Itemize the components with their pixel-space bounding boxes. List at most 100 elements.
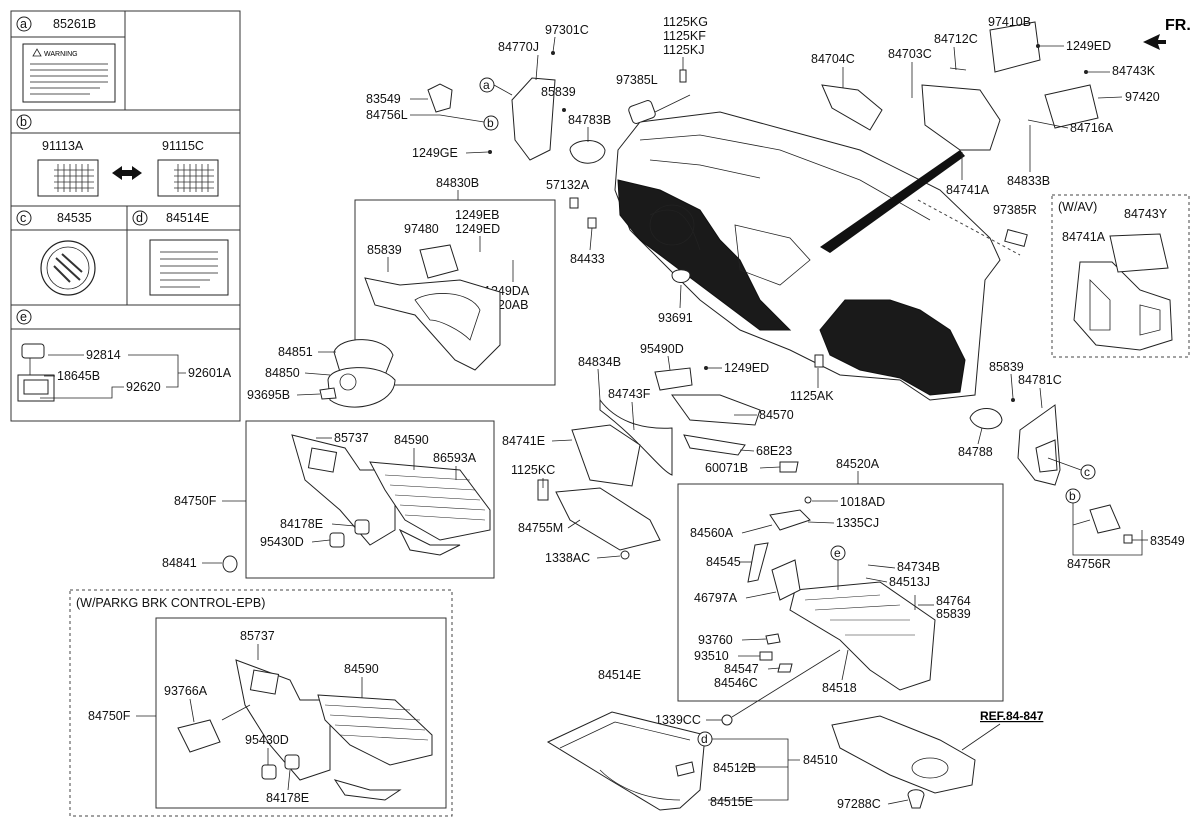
part-label: 84764: [936, 594, 971, 608]
part-label: 84734B: [897, 560, 940, 574]
legend-b-circle: [16, 114, 32, 130]
front-direction-label: FR.: [1165, 17, 1191, 34]
legend-a-letter: a: [20, 17, 27, 31]
legend-e-part-3: 92620: [126, 380, 161, 394]
part-label: 1249GE: [412, 146, 458, 160]
part-label: 85737: [334, 431, 369, 445]
part-label: 1249EB: [455, 208, 499, 222]
part-label: 84834B: [578, 355, 621, 369]
glove-box-door-icon: [546, 711, 706, 811]
legend-panel: a 85261B WARNING b 91113A 91115C: [10, 10, 241, 422]
av-fascia-icon: [1073, 233, 1173, 351]
part-label: 84781C: [1018, 373, 1062, 387]
part-label: 84514E: [598, 668, 641, 682]
lower-console-icon: [831, 715, 976, 809]
part-label: 93766A: [164, 684, 208, 698]
part-label: 84178E: [280, 517, 323, 531]
right-side-trim: [969, 398, 1133, 544]
latch-assembly-icon: [17, 343, 55, 402]
part-label: 93760: [698, 633, 733, 647]
legend-c-letter: c: [20, 211, 26, 225]
part-label: 85839: [989, 360, 1024, 374]
part-label: 84512B: [713, 761, 756, 775]
part-label: 95430D: [260, 535, 304, 549]
part-label: 84545: [706, 555, 741, 569]
epb-lower-pad-box: [155, 617, 447, 809]
part-label: 84513J: [889, 575, 930, 589]
part-label: 95490D: [640, 342, 684, 356]
part-label: 84743Y: [1124, 207, 1168, 221]
side-vent-left-icon: [628, 100, 656, 124]
callout-letter: d: [701, 732, 708, 746]
part-label: 84703C: [888, 47, 932, 61]
legend-e-part-2: 18645B: [57, 369, 100, 383]
part-label: 84520A: [836, 457, 880, 471]
part-label: 97385R: [993, 203, 1037, 217]
callout-letter: b: [487, 116, 494, 130]
part-label: 97480: [404, 222, 439, 236]
legend-b-part-left: 91113A: [42, 139, 84, 153]
part-label: 84741A: [1062, 230, 1106, 244]
part-label: 84741E: [502, 434, 545, 448]
legend-e-part-1: 92814: [86, 348, 121, 362]
part-label: 97301C: [545, 23, 589, 37]
part-label: 93691: [658, 311, 693, 325]
part-label: 97288C: [837, 797, 881, 811]
part-label: 1018AD: [840, 495, 885, 509]
part-label: 95430D: [245, 733, 289, 747]
column-shroud-icon: [319, 339, 396, 408]
part-label: 85839: [541, 85, 576, 99]
part-label: 84560A: [690, 526, 734, 540]
cluster-fascia-box: [354, 199, 556, 386]
crash-pad-assembly: [614, 111, 1001, 401]
epb-label: (W/PARKG BRK CONTROL-EPB): [76, 596, 265, 610]
callout-letter: c: [1084, 465, 1090, 479]
part-label: 84743K: [1112, 64, 1156, 78]
legend-d-circle: [132, 210, 148, 226]
part-label: 60071B: [705, 461, 748, 475]
part-label: 93510: [694, 649, 729, 663]
front-arrow-icon: [1143, 34, 1166, 50]
grid-label-icon-left: [37, 159, 99, 197]
part-label: 1125KG: [663, 15, 708, 29]
callout-letter: b: [1069, 489, 1076, 503]
part-label: 68E23: [756, 444, 792, 458]
part-label: 84755M: [518, 521, 563, 535]
part-label: 1339CC: [655, 713, 701, 727]
part-label: 1335CJ: [836, 516, 879, 530]
part-label: 84716A: [1070, 121, 1114, 135]
part-label: 83549: [1150, 534, 1185, 548]
part-label: 84704C: [811, 52, 855, 66]
legend-e-circle: [16, 309, 32, 325]
part-label: 85839: [367, 243, 402, 257]
double-arrow-icon: [112, 166, 142, 180]
grid-label-icon-right: [157, 159, 219, 197]
clip-icon: [721, 714, 733, 726]
part-label: 84841: [162, 556, 197, 570]
legend-b-letter: b: [20, 115, 27, 129]
part-label: 84756L: [366, 108, 408, 122]
glove-box-housing-box: [677, 483, 1004, 702]
part-label: 84590: [394, 433, 429, 447]
part-label: 84756R: [1067, 557, 1111, 571]
epb-option-box: [69, 589, 453, 817]
part-label: 84783B: [568, 113, 611, 127]
callout-letter: e: [834, 546, 841, 560]
part-label: 1125KC: [511, 463, 555, 477]
part-label: 84750F: [88, 709, 131, 723]
callout-b: [483, 115, 499, 131]
ref-label: REF.84-847: [980, 709, 1044, 723]
part-label: 1125KF: [663, 29, 706, 43]
lower-pad-icon: [291, 434, 491, 556]
part-label: 84750F: [174, 494, 217, 508]
part-label: 84741A: [946, 183, 990, 197]
part-label: 85737: [240, 629, 275, 643]
part-label: 84433: [570, 252, 605, 266]
grommet-icon: [222, 555, 238, 573]
callout-c: [1080, 464, 1096, 480]
part-label: 57132A: [546, 178, 590, 192]
part-label: 84515E: [710, 795, 753, 809]
center-fascia-top: [821, 21, 1099, 247]
legend-d-letter: d: [136, 211, 143, 225]
